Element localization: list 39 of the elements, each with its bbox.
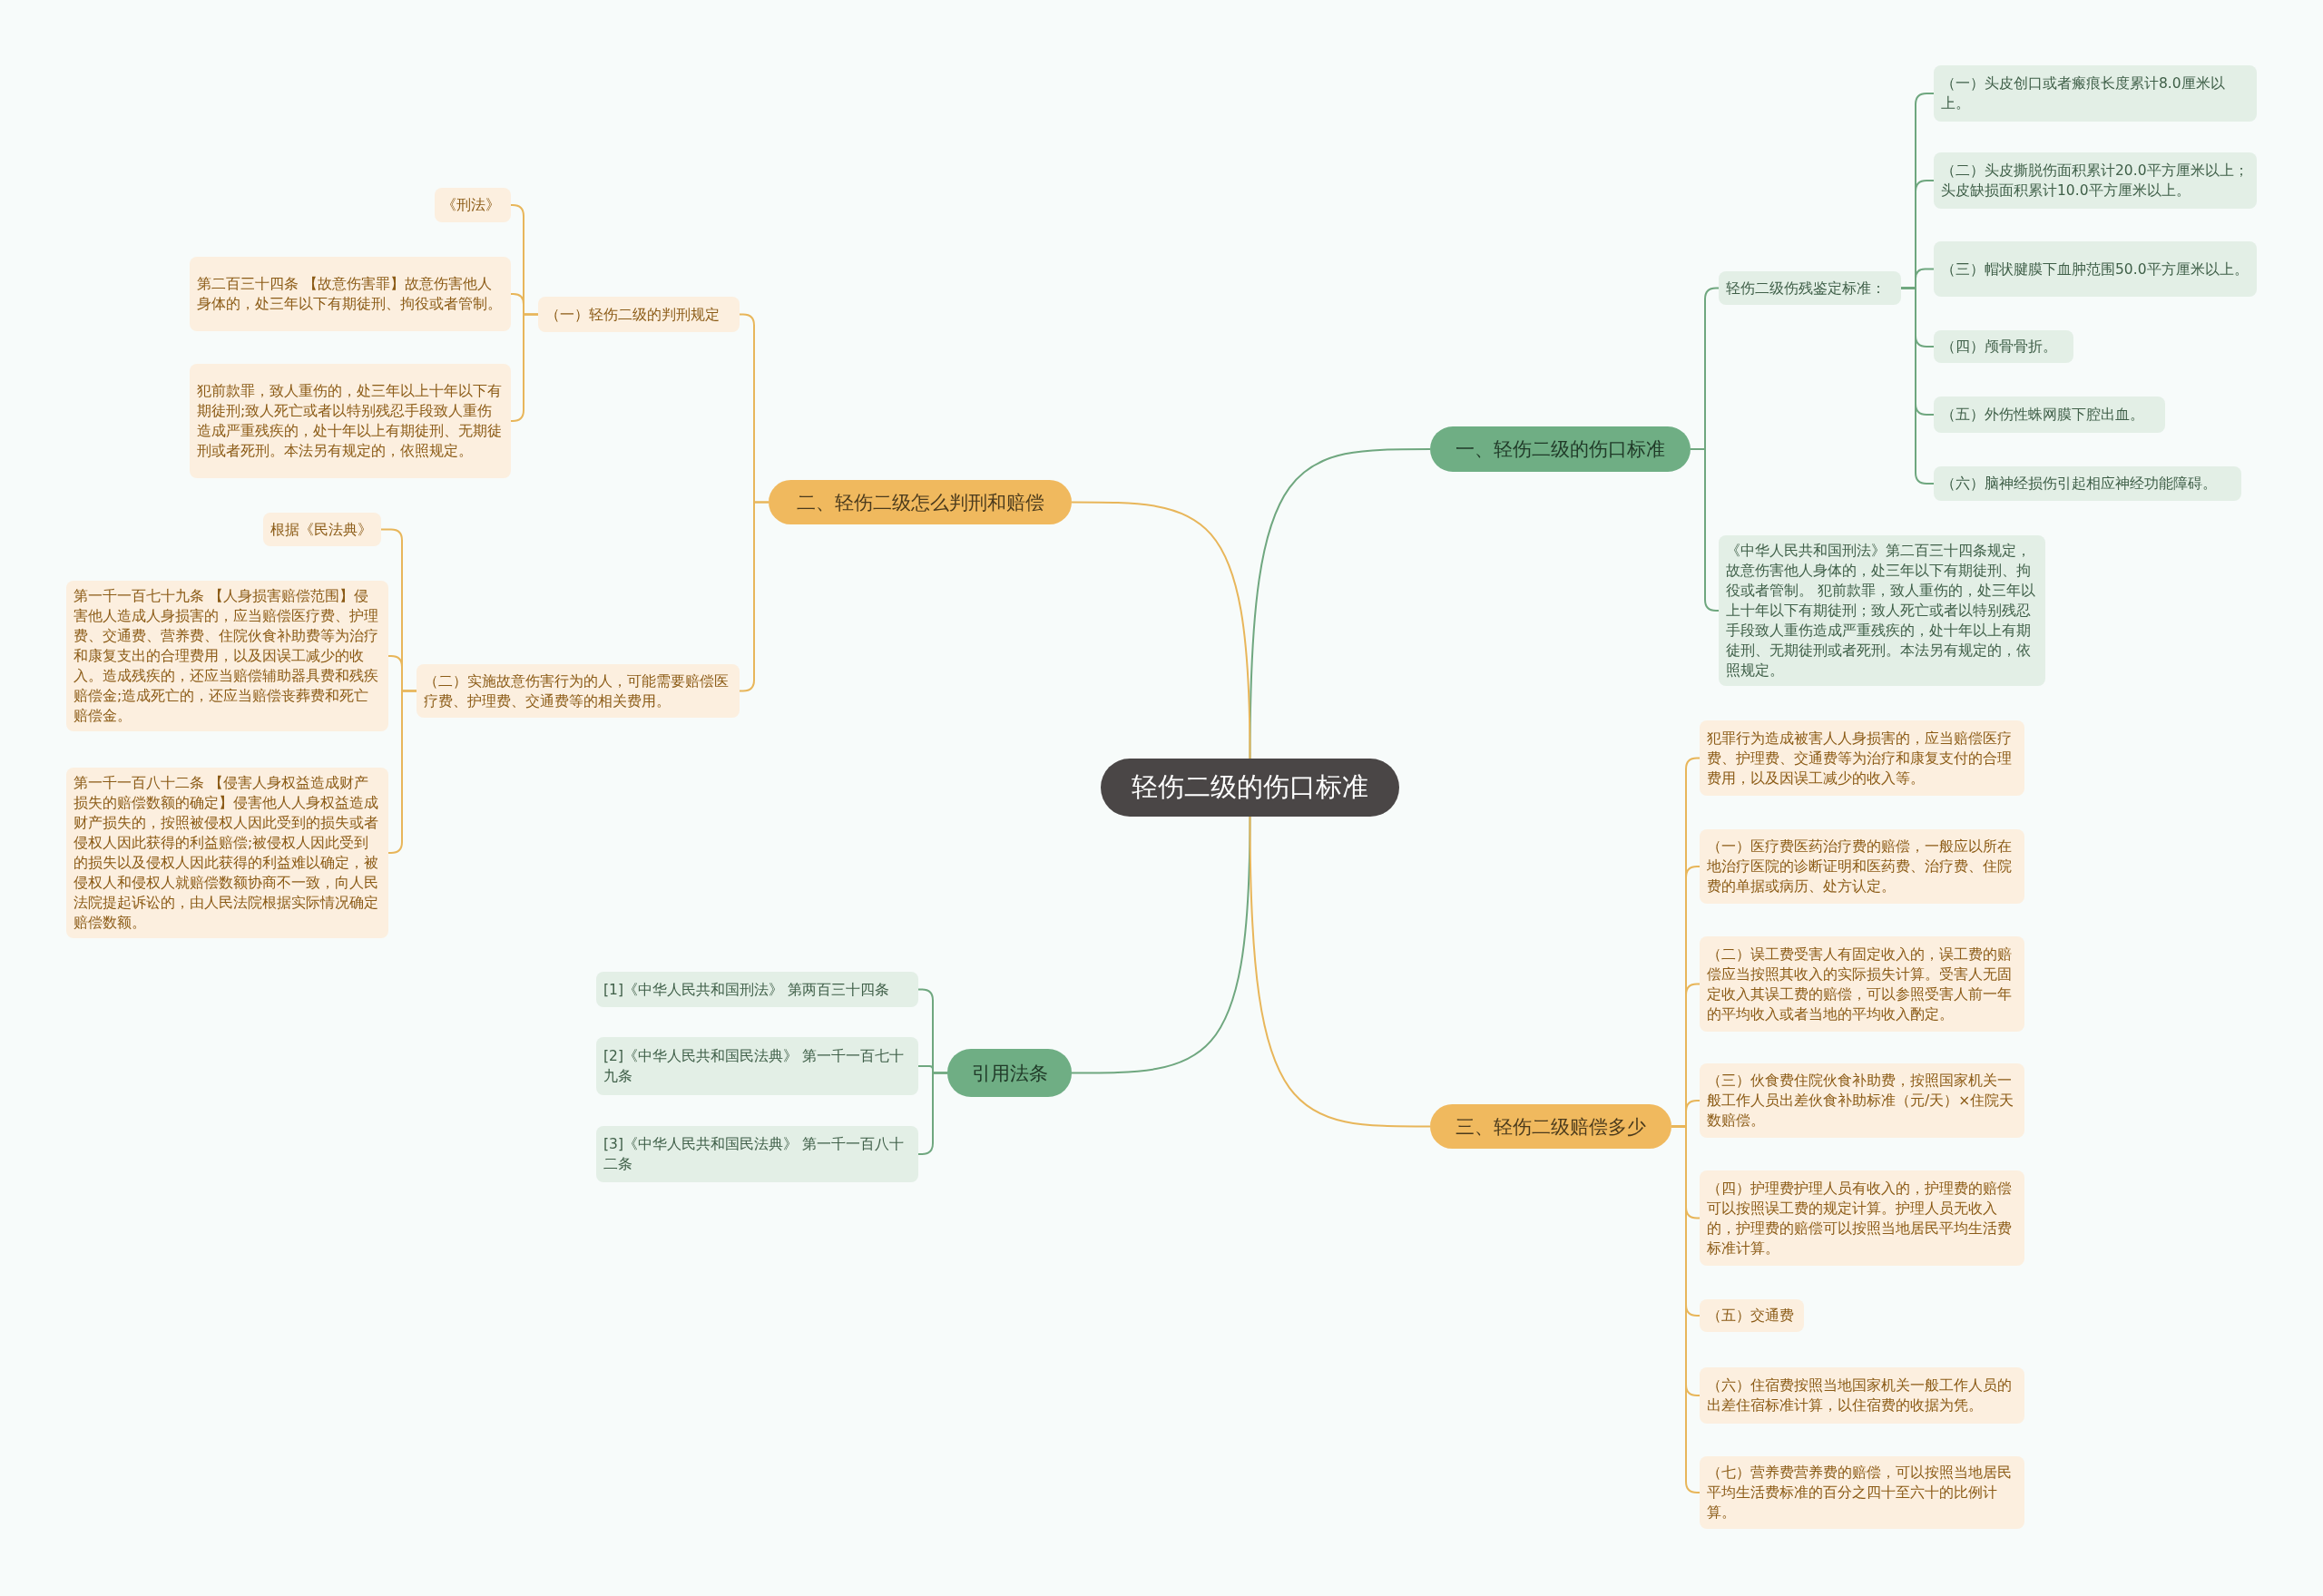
subtopic-box: [3]《中华人民共和国民法典》 第一千一百八十二条: [596, 1126, 918, 1182]
subtopic-box: 第一千一百八十二条 【侵害人身权益造成财产损失的赔偿数额的确定】侵害他人人身权益造成财产损失的，按照被侵权人因此受到的损失或者侵权人因此获得的利益赔偿;被侵权人因此受到的损失以及侵权人因此获得的利益难以确定，被侵权人和侵权人就赔偿数额协商不一致，向人民法院提起诉讼的，由人民法院根据实际情况确定赔偿数额。: [66, 768, 388, 938]
subtopic-box: （六）脑神经损伤引起相应神经功能障碍。: [1934, 466, 2241, 501]
subtopic-box: （七）营养费营养费的赔偿，可以按照当地居民平均生活费标准的百分之四十至六十的比例计算。: [1700, 1456, 2024, 1529]
connector-line: [1071, 501, 1251, 759]
subtopic-box: （一）轻伤二级的判刑规定: [538, 297, 740, 332]
connector-line: [1071, 816, 1251, 1074]
subtopic-box: 犯前款罪，致人重伤的，处三年以上十年以下有期徒刑;致人死亡或者以特别残忍手段致人重伤造成严重残疾的，处十年以上有期徒刑、无期徒刑或者死刑。本法另有规定的，依照规定。: [190, 364, 511, 478]
branch-topic: 二、轻伤二级怎么判刑和赔偿: [769, 480, 1072, 524]
subtopic-box: （二）误工费受害人有固定收入的，误工费的赔偿应当按照其收入的实际损失计算。受害人无固定收入其误工费的赔偿，可以参照受害人前一年的平均收入或者当地的平均收入酌定。: [1700, 936, 2024, 1032]
connector-line: [1690, 448, 1720, 612]
subtopic-box: 《刑法》: [435, 188, 511, 222]
branch-topic: 一、轻伤二级的伤口标准: [1430, 426, 1691, 472]
connector-line: [1900, 287, 1935, 485]
connector-line: [1249, 816, 1431, 1128]
subtopic-box: 第二百三十四条 【故意伤害罪】故意伤害他人身体的，处三年以下有期徒刑、拘役或者管制。: [190, 257, 511, 331]
subtopic-box: （一）医疗费医药治疗费的赔偿，一般应以所在地治疗医院的诊断证明和医药费、治疗费、住院费的单据或病历、处方认定。: [1700, 829, 2024, 904]
subtopic-box: （三）帽状腱膜下血肿范围50.0平方厘米以上。: [1934, 241, 2257, 297]
subtopic-box: （三）伙食费住院伙食补助费，按照国家机关一般工作人员出差伙食补助标准（元/天）×住院天数赔偿。: [1700, 1063, 2024, 1138]
subtopic-box: 根据《民法典》: [263, 513, 381, 546]
subtopic-box: （二）头皮撕脱伤面积累计20.0平方厘米以上；头皮缺损面积累计10.0平方厘米以上。: [1934, 152, 2257, 209]
branch-topic: 引用法条: [947, 1049, 1072, 1097]
subtopic-box: （五）外伤性蛛网膜下腔出血。: [1934, 397, 2165, 433]
branch-topic: 三、轻伤二级赔偿多少: [1430, 1104, 1671, 1149]
subtopic-box: （二）实施故意伤害行为的人，可能需要赔偿医疗费、护理费、交通费等的相关费用。: [417, 664, 740, 718]
subtopic-box: 第一千一百七十九条 【人身损害赔偿范围】侵害他人造成人身损害的，应当赔偿医疗费、护理费、交通费、营养费、住院伙食补助费等为治疗和康复支出的合理费用，以及因误工减少的收入。造成残疾的，还应当赔偿辅助器具费和残疾赔偿金;造成死亡的，还应当赔偿丧葬费和死亡赔偿金。: [66, 581, 388, 731]
subtopic-box: （四）护理费护理人员有收入的，护理费的赔偿可以按照误工费的规定计算。护理人员无收入的，护理费的赔偿可以按照当地居民平均生活费标准计算。: [1700, 1170, 2024, 1266]
subtopic-box: 轻伤二级伤残鉴定标准：: [1719, 271, 1901, 305]
subtopic-box: 犯罪行为造成被害人人身损害的，应当赔偿医疗费、护理费、交通费等为治疗和康复支付的合理费用，以及因误工减少的收入等。: [1700, 720, 2024, 796]
subtopic-box: [2]《中华人民共和国民法典》 第一千一百七十九条: [596, 1037, 918, 1095]
subtopic-box: 《中华人民共和国刑法》第二百三十四条规定，故意伤害他人身体的，处三年以下有期徒刑、拘役或者管制。 犯前款罪，致人重伤的，处三年以上十年以下有期徒刑；致人死亡或者以特别残忍手段致人重伤造成严重残疾的，处十年以上有期徒刑、无期徒刑或者死刑。本法另有规定的，依照规定。: [1719, 535, 2045, 686]
subtopic-box: （六）住宿费按照当地国家机关一般工作人员的出差住宿标准计算，以住宿费的收据为凭。: [1700, 1367, 2024, 1424]
subtopic-box: （五）交通费: [1700, 1299, 1804, 1332]
central-topic: 轻伤二级的伤口标准: [1101, 759, 1399, 817]
subtopic-box: （四）颅骨骨折。: [1934, 330, 2073, 363]
subtopic-box: （一）头皮创口或者瘢痕长度累计8.0厘米以上。: [1934, 65, 2257, 122]
connector-line: [510, 313, 539, 422]
connector-line: [387, 690, 417, 854]
subtopic-box: [1]《中华人民共和国刑法》 第两百三十四条: [596, 972, 918, 1007]
